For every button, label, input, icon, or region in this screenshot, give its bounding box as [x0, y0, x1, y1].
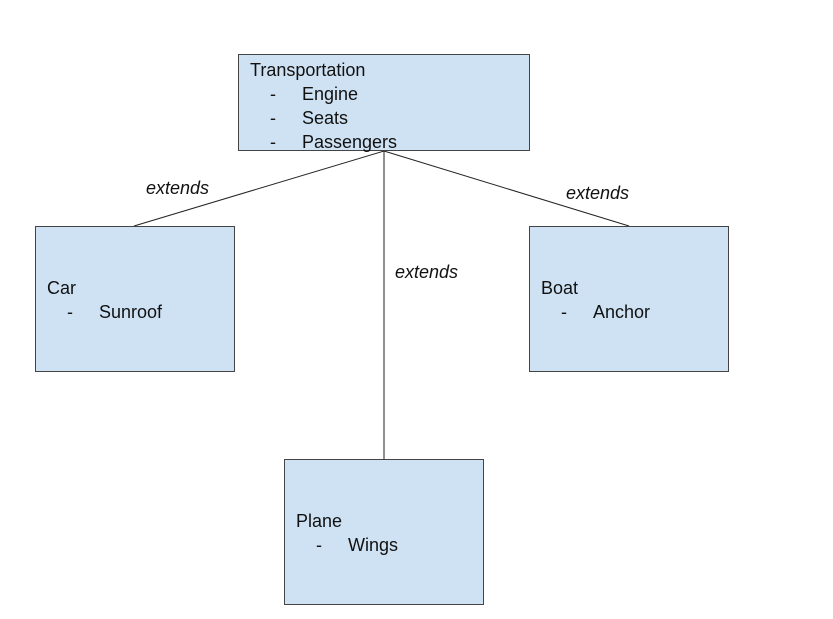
attribute-list-plane: - Wings: [316, 533, 483, 557]
class-title-boat: Boat: [541, 278, 579, 298]
class-box-car[interactable]: Car - Sunroof: [35, 226, 235, 372]
class-box-boat[interactable]: Boat - Anchor: [529, 226, 729, 372]
attribute-item: - Passengers: [270, 130, 529, 154]
class-title-transportation: Transportation: [250, 60, 366, 80]
edge-line-boat: [383, 150, 630, 227]
attribute-item: - Wings: [316, 533, 483, 557]
bullet-dash: -: [67, 302, 73, 322]
class-box-transportation[interactable]: Transportation - Engine - Seats - Passen…: [238, 54, 530, 154]
class-title-plane: Plane: [296, 511, 343, 531]
attribute-sunroof: Sunroof: [99, 302, 163, 322]
edge-label-plane: extends: [395, 262, 459, 282]
attribute-item: - Engine: [270, 82, 529, 106]
bullet-dash: -: [561, 302, 567, 322]
bullet-dash: -: [316, 535, 322, 555]
attribute-seats: Seats: [302, 108, 349, 128]
attribute-wings: Wings: [348, 535, 399, 555]
attribute-item: - Anchor: [561, 300, 728, 324]
attribute-anchor: Anchor: [593, 302, 651, 322]
attribute-item: - Sunroof: [67, 300, 234, 324]
attribute-list-transportation: - Engine - Seats - Passengers: [270, 82, 529, 154]
edge-label-boat: extends: [566, 183, 630, 203]
class-box-plane[interactable]: Plane - Wings: [284, 459, 484, 605]
attribute-passengers: Passengers: [302, 132, 398, 152]
bullet-dash: -: [270, 108, 276, 128]
attribute-list-boat: - Anchor: [561, 300, 728, 324]
class-title-car: Car: [47, 278, 77, 298]
attribute-item: - Seats: [270, 106, 529, 130]
edge-line-car: [133, 150, 385, 227]
attribute-engine: Engine: [302, 84, 359, 104]
bullet-dash: -: [270, 84, 276, 104]
attribute-list-car: - Sunroof: [67, 300, 234, 324]
edge-label-car: extends: [146, 178, 210, 198]
bullet-dash: -: [270, 132, 276, 152]
